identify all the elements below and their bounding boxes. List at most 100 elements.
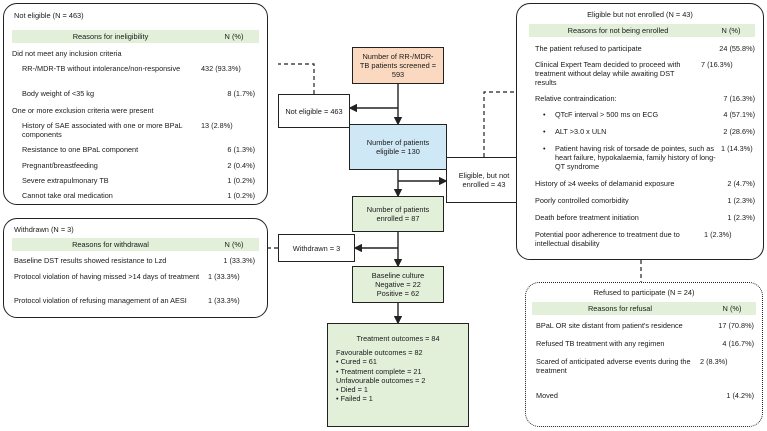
row-label: Cannot take oral medication	[22, 191, 113, 200]
eligible-not-enrolled-box: Eligible, but not enrolled = 43	[446, 157, 522, 203]
row-label: Patient having risk of torsade de pointe…	[535, 144, 721, 171]
eligible-box: Number of patients eligible = 130	[349, 124, 447, 170]
row-value: 2 (4.7%)	[727, 179, 755, 188]
table-row: One or more exclusion criteria were pres…	[12, 106, 255, 115]
dash-not-eligible	[278, 63, 315, 94]
table-row: History of SAE associated with one or mo…	[12, 121, 255, 139]
table-row: Resistance to one BPaL component 6 (1.3%…	[12, 145, 255, 154]
table-row: History of ≥4 weeks of delamanid exposur…	[535, 179, 755, 188]
enrolled-text: Number of patients enrolled = 87	[366, 205, 430, 223]
column-header: N (%)	[224, 32, 244, 41]
row-value: 1 (33.3%)	[208, 296, 240, 305]
row-value: 2 (28.6%)	[723, 127, 755, 136]
row-label: Protocol violation of refusing managemen…	[14, 296, 187, 305]
table-row: Scared of anticipated adverse events dur…	[536, 357, 754, 375]
row-label: ALT >3.0 x ULN	[535, 127, 723, 136]
row-value: 1 (33.3%)	[208, 272, 240, 281]
table-header: Reasons for refusal N (%)	[532, 302, 756, 315]
screened-box: Number of RR-/MDR-TB patients screened =…	[352, 47, 444, 84]
row-label: Scared of anticipated adverse events dur…	[536, 357, 691, 375]
table-row: Patient having risk of torsade de pointe…	[535, 144, 755, 171]
row-value: 24 (55.8%)	[719, 44, 755, 53]
column-header: Reasons for refusal	[587, 304, 653, 313]
baseline-positive: Positive = 62	[376, 289, 420, 298]
table-row: Relative contraindication: 7 (16.3%)	[535, 94, 755, 103]
table-row: Severe extrapulmonary TB 1 (0.2%)	[12, 176, 255, 185]
row-value: 1 (2.3%)	[727, 213, 755, 222]
row-value: 13 (2.8%)	[201, 121, 233, 130]
table-row: Cannot take oral medication 1 (0.2%)	[12, 191, 255, 200]
column-header: N (%)	[722, 304, 742, 313]
panel-title: Not eligible (N = 463)	[14, 11, 84, 20]
table-row: Body weight of <35 kg 8 (1.7%)	[12, 89, 255, 98]
row-value: 1 (2.3%)	[704, 230, 732, 239]
table-row: Poorly controlled comorbidity 1 (2.3%)	[535, 196, 755, 205]
table-header: Reasons for withdrawal N (%)	[12, 238, 259, 251]
baseline-culture-box: Baseline culture Negative = 22 Positive …	[352, 266, 444, 303]
row-label: Poorly controlled comorbidity	[535, 196, 629, 205]
table-row: The patient refused to participate 24 (5…	[535, 44, 755, 53]
withdrawn-panel: Withdrawn (N = 3) Reasons for withdrawal…	[3, 218, 268, 318]
row-label: Relative contraindication:	[535, 94, 617, 103]
outcome-line: Favourable outcomes = 82	[336, 348, 423, 358]
table-row: RR-/MDR-TB without intolerance/non-respo…	[12, 64, 255, 73]
row-value: 1 (2.3%)	[727, 196, 755, 205]
row-label: Potential poor adherence to treatment du…	[535, 230, 680, 248]
row-label: Protocol violation of having missed >14 …	[14, 272, 200, 281]
outcomes-title: Treatment outcomes = 84	[356, 334, 440, 343]
row-value: 7 (16.3%)	[723, 94, 755, 103]
not-eligible-box: Not eligible = 463	[278, 94, 350, 128]
row-value: 8 (1.7%)	[227, 89, 255, 98]
row-label: RR-/MDR-TB without intolerance/non-respo…	[22, 64, 181, 73]
row-value: 2 (8.3%)	[700, 357, 728, 366]
row-label: History of SAE associated with one or mo…	[22, 121, 183, 139]
row-label: Resistance to one BPaL component	[22, 145, 139, 154]
dash-not-enrolled	[483, 91, 516, 157]
row-value: 1 (4.2%)	[726, 391, 754, 400]
column-header: Reasons for withdrawal	[72, 240, 149, 249]
row-label: Body weight of <35 kg	[22, 89, 95, 98]
row-value: 17 (70.8%)	[718, 321, 754, 330]
table-row: ALT >3.0 x ULN 2 (28.6%)	[535, 127, 755, 136]
refused-panel: Refused to participate (N = 24) Reasons …	[525, 282, 763, 427]
withdrawn-text: Withdrawn = 3	[292, 243, 341, 253]
row-value: 7 (16.3%)	[701, 60, 733, 69]
eligible-not-enrolled-panel: Eligible but not enrolled (N = 43) Reaso…	[516, 3, 764, 260]
row-value: 1 (14.3%)	[721, 144, 753, 153]
row-value: 6 (1.3%)	[227, 145, 255, 154]
row-label: Refused TB treatment with any regimen	[536, 339, 665, 348]
row-label: History of ≥4 weeks of delamanid exposur…	[535, 179, 675, 188]
row-value: 4 (16.7%)	[722, 339, 754, 348]
column-header: Reasons for not being enrolled	[567, 26, 669, 35]
row-value: 1 (33.3%)	[223, 256, 255, 265]
table-row: Protocol violation of refusing managemen…	[4, 296, 255, 305]
row-label: One or more exclusion criteria were pres…	[12, 106, 154, 115]
outcome-line: • Failed = 1	[336, 394, 373, 404]
screened-text: Number of RR-/MDR-TB patients screened =…	[359, 52, 437, 79]
table-row: Clinical Expert Team decided to proceed …	[535, 60, 755, 87]
outcome-line: Unfavourable outcomes = 2	[336, 375, 426, 385]
table-row: QTcF interval > 500 ms on ECG 4 (57.1%)	[535, 110, 755, 119]
eligible-not-enrolled-text: Eligible, but not enrolled = 43	[458, 171, 510, 189]
baseline-title: Baseline culture	[371, 271, 425, 280]
row-label: Moved	[536, 391, 558, 400]
table-header: Reasons for ineligibility N (%)	[12, 30, 259, 43]
panel-title: Eligible but not enrolled (N = 43)	[587, 10, 693, 19]
table-row: Pregnant/breastfeeding 2 (0.4%)	[12, 161, 255, 170]
outcome-line: • Died = 1	[336, 385, 368, 395]
column-header: N (%)	[224, 240, 244, 249]
column-header: Reasons for ineligibility	[72, 32, 149, 41]
not-eligible-text: Not eligible = 463	[285, 106, 343, 116]
table-row: Moved 1 (4.2%)	[536, 391, 754, 400]
table-row: Death before treatment initiation 1 (2.3…	[535, 213, 755, 222]
table-row: Did not meet any inclusion criteria	[12, 49, 255, 58]
table-header: Reasons for not being enrolled N (%)	[529, 24, 755, 37]
row-label: Death before treatment initiation	[535, 213, 639, 222]
row-label: Pregnant/breastfeeding	[22, 161, 98, 170]
withdrawn-box: Withdrawn = 3	[278, 234, 355, 262]
not-eligible-panel: Not eligible (N = 463) Reasons for ineli…	[3, 3, 268, 205]
outcome-line: • Treatment complete = 21	[336, 366, 422, 376]
panel-title: Withdrawn (N = 3)	[14, 225, 74, 234]
row-label: QTcF interval > 500 ms on ECG	[535, 110, 723, 119]
